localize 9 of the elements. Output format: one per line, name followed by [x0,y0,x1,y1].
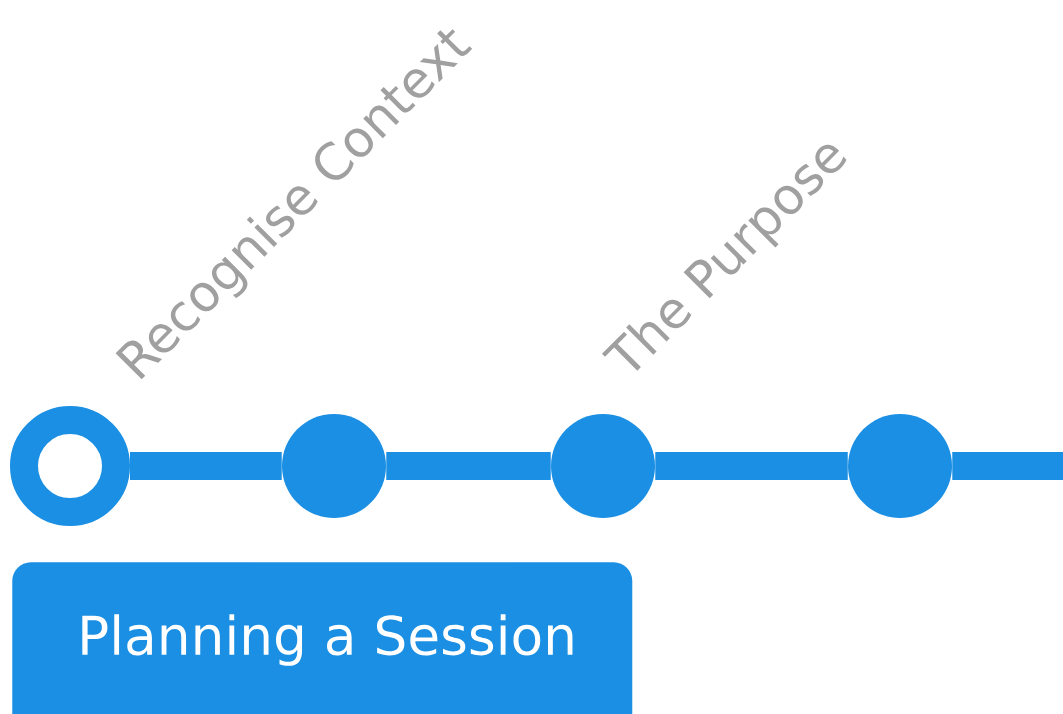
connector-line [952,452,1063,480]
circle-marker [551,414,655,518]
connector-line [386,452,551,480]
ring-marker [10,406,130,526]
circle-marker [848,414,952,518]
label-box: Planning a Session [12,562,633,714]
circle-marker [282,414,386,518]
connector-line [130,452,282,480]
connector-line [655,452,848,480]
